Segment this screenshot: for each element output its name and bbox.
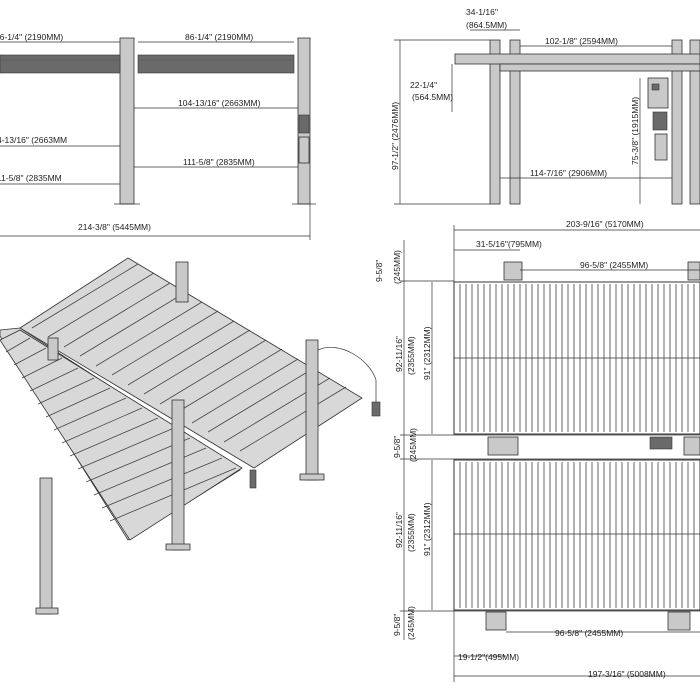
iso-post-front-left (39, 477, 53, 615)
dim-control-height: 75-3/8" (1915MM) (630, 97, 640, 165)
side-top-beam (454, 53, 700, 65)
dim-span-a-left: 4-13/16" (2663MM (0, 135, 67, 145)
side-cylinder (654, 133, 668, 161)
isometric-view (0, 257, 381, 615)
front-left-post (119, 37, 135, 205)
side-control-box (647, 77, 669, 109)
top-post-tl (503, 261, 523, 281)
top-deck-b-slats (459, 462, 695, 608)
dim-total-height: 97-1/2" (2476MM) (390, 102, 400, 170)
dim-gap-bot-mm: (245MM) (406, 606, 416, 640)
iso-post-back-mid (47, 337, 59, 361)
dim-overall-front: 214-3/8" (5445MM) (78, 222, 151, 232)
dim-gap-mid: 9-5/8" (392, 436, 402, 458)
iso-post-front-mid (171, 399, 185, 551)
dim-deck-a-mm: (2355MM) (406, 336, 416, 375)
front-cylinder (298, 136, 310, 164)
dim-deck-width-right: 86-1/4" (2190MM) (185, 32, 253, 42)
dim-post-depth: 34-1/16" (466, 7, 498, 17)
top-post-br (667, 611, 691, 631)
dim-post-depth-mm: (864.5MM) (466, 20, 507, 30)
dim-bottom-offset: 19-1/2"(495MM) (458, 652, 519, 662)
dim-deck-width-left: 86-1/4" (2190MM) (0, 32, 63, 42)
dim-gap-bot: 9-5/8" (392, 614, 402, 636)
dim-top-offset: 31-5/16"(795MM) (476, 239, 542, 249)
dim-deck-b-inner: 91" (2312MM) (422, 502, 432, 556)
side-right-post (671, 39, 683, 205)
dim-span-b-left: 11-5/8" (2835MM (0, 173, 62, 183)
dim-base-span: 114-7/16" (2906MM) (530, 168, 607, 178)
top-post-bl (485, 611, 507, 631)
side-mid-post (509, 39, 521, 205)
dim-bottom-inner: 96-5/8" (2455MM) (555, 628, 623, 638)
dim-beam-length: 102-1/8" (2594MM) (545, 36, 618, 46)
dim-gap-top-mm: (245MM) (392, 250, 402, 284)
dim-deck-a-inner: 91" (2312MM) (422, 326, 432, 380)
top-post-tr (687, 261, 700, 281)
dim-deck-b: 92-11/16" (394, 512, 404, 548)
dim-deck-a: 92-11/16" (394, 336, 404, 372)
top-deck-b (453, 459, 700, 611)
iso-back-deck-slats (31, 263, 347, 452)
side-lower-beam (499, 63, 700, 72)
side-motor (652, 111, 668, 131)
front-left-deck (0, 54, 121, 74)
front-right-deck (137, 54, 295, 74)
side-left-post (489, 39, 501, 205)
top-view: 203-9/16" (5170MM) 31-5/16"(795MM) 96-5/… (374, 219, 700, 682)
iso-post-back-right (305, 339, 319, 481)
side-right-post-2 (689, 39, 700, 205)
side-view: 34-1/16" (864.5MM) 102-1/8" (2594MM) 22-… (390, 7, 700, 205)
dim-top-overall-length: 203-9/16" (5170MM) (566, 219, 644, 229)
dim-gap-mid-mm: (245MM) (408, 428, 418, 462)
dim-drop: 22-1/4" (410, 80, 437, 90)
dim-deck-b-mm: (2355MM) (406, 513, 416, 552)
front-motor (298, 114, 310, 134)
top-post-mr (649, 436, 673, 450)
iso-hydraulic-hose (317, 347, 377, 410)
iso-post-back-left (175, 261, 189, 303)
dim-span-b-right: 111-5/8" (2835MM) (183, 157, 255, 167)
dim-span-a-right: 104-13/16" (2663MM) (178, 98, 261, 108)
dim-drop-mm: (564.5MM) (412, 92, 453, 102)
dim-gap-top: 9-5/8" (374, 260, 384, 282)
front-view: 86-1/4" (2190MM) 86-1/4" (2190MM) 104-13… (0, 32, 316, 240)
dim-bottom-overall: 197-3/16" (5008MM) (588, 669, 666, 679)
top-post-ml (487, 436, 519, 456)
dim-top-inner: 96-5/8" (2455MM) (580, 260, 648, 270)
